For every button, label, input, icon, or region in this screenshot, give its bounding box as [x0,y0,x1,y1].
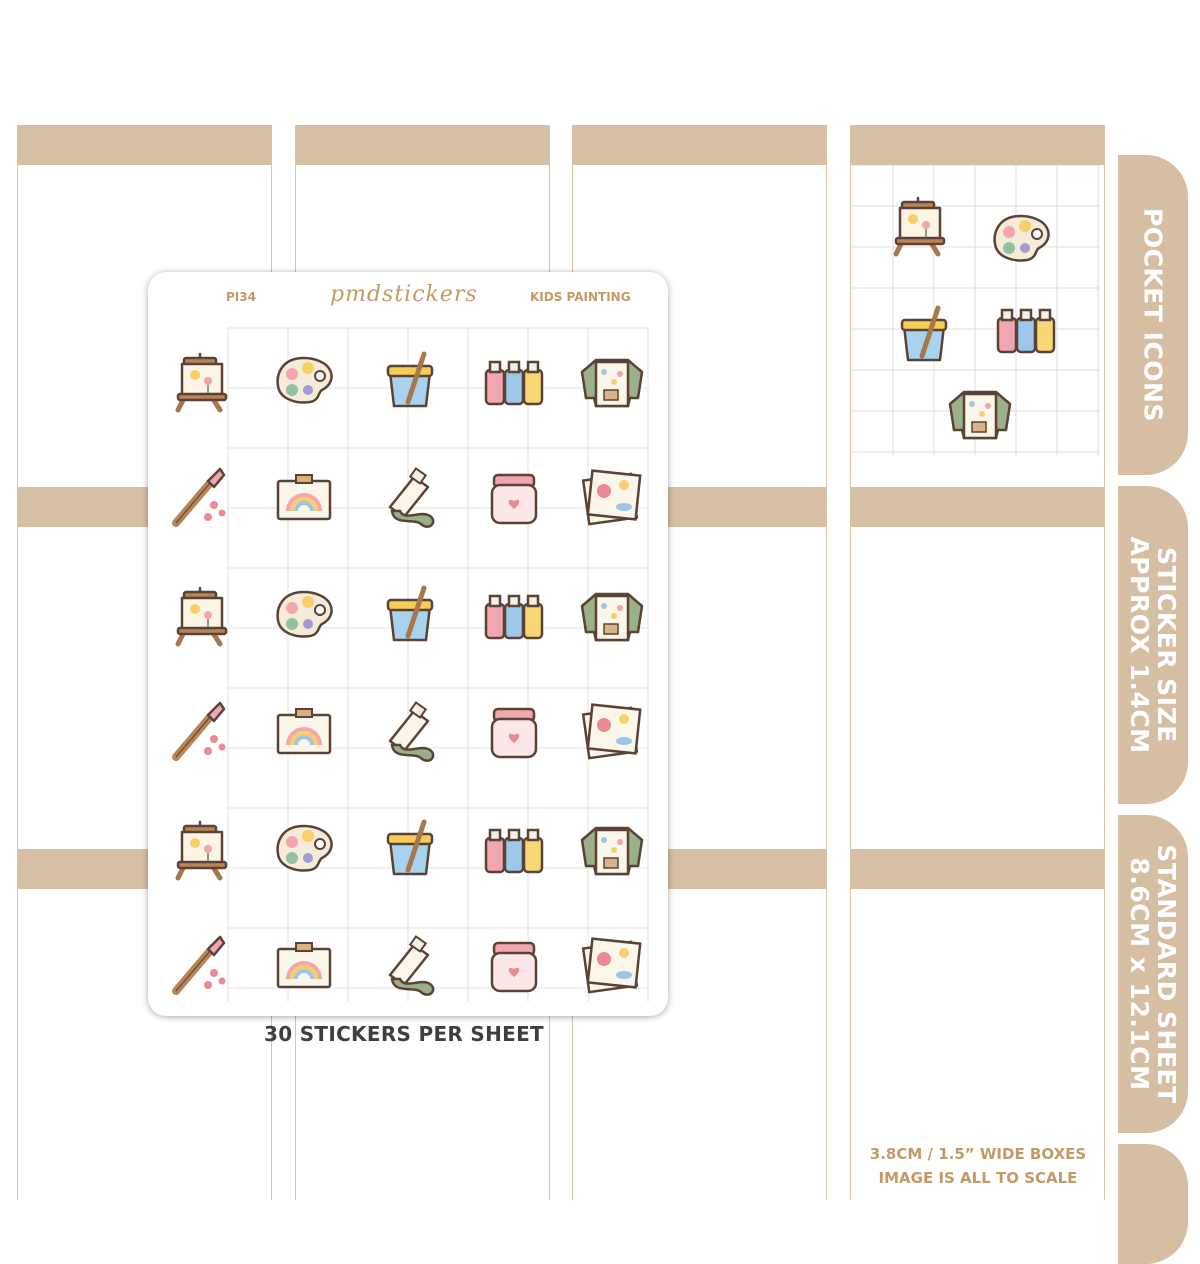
preview-paint-cup-icon [888,298,960,374]
rainbow-picture-icon [268,461,340,533]
paint-jar-icon [478,695,550,767]
paint-jar-icon [478,461,550,533]
standard-sheet-line-2: 8.6CM x 12.1CM [1125,857,1154,1091]
stickers-per-sheet-caption: 30 STICKERS PER SHEET [264,1022,544,1046]
header-band [18,125,271,165]
paint-jar-icon [478,929,550,1001]
smock-icon [576,344,648,416]
preview-palette-icon [985,202,1057,278]
paint-tube-icon [374,929,446,1001]
divider-band [851,487,1104,527]
smock-icon [576,578,648,650]
easel-icon [164,344,236,416]
tab-pocket-icons[interactable]: POCKET ICONS [1118,155,1188,475]
paintbrush-icon [164,929,236,1001]
tab-partial[interactable] [1118,1144,1188,1264]
sticker-size-line-2: APPROX 1.4CM [1125,536,1154,754]
sticker-sheet: PI34 pmdstickers KIDS PAINTING [148,272,668,1016]
divider-band [851,849,1104,889]
paint-tube-icon [374,461,446,533]
paint-cup-icon [374,578,446,650]
paintbrush-icon [164,695,236,767]
header-band [851,125,1104,165]
preview-smock-icon [944,376,1016,452]
paint-tube-icon [374,695,446,767]
palette-icon [268,812,340,884]
scale-note-line-2: IMAGE IS ALL TO SCALE [878,1169,1078,1187]
palette-icon [268,344,340,416]
easel-icon [164,812,236,884]
tab-standard-sheet[interactable]: STANDARD SHEET 8.6CM x 12.1CM [1118,815,1188,1133]
planner-column-4 [850,125,1105,1200]
rainbow-picture-icon [268,695,340,767]
header-band [296,125,549,165]
paint-bottles-icon [478,812,550,884]
handprint-art-icon [576,695,648,767]
paint-cup-icon [374,344,446,416]
tab-standard-sheet-label: STANDARD SHEET 8.6CM x 12.1CM [1125,844,1181,1104]
tab-sticker-size-label: STICKER SIZE APPROX 1.4CM [1125,536,1181,754]
handprint-art-icon [576,461,648,533]
sheet-title: KIDS PAINTING [530,290,631,304]
handprint-art-icon [576,929,648,1001]
tab-sticker-size[interactable]: STICKER SIZE APPROX 1.4CM [1118,486,1188,804]
standard-sheet-line-1: STANDARD SHEET [1152,844,1181,1104]
preview-grid [852,165,1100,455]
smock-icon [576,812,648,884]
scale-note-line-1: 3.8CM / 1.5” WIDE BOXES [869,1145,1087,1163]
preview-paint-bottles-icon [990,292,1062,368]
paint-bottles-icon [478,578,550,650]
paint-cup-icon [374,812,446,884]
header-band [573,125,826,165]
product-code: PI34 [226,290,256,304]
tab-pocket-icons-label: POCKET ICONS [1138,208,1168,422]
rainbow-picture-icon [268,929,340,1001]
palette-icon [268,578,340,650]
preview-easel-icon [882,188,954,264]
easel-icon [164,578,236,650]
brand-logo: pmdstickers [330,282,478,307]
paint-bottles-icon [478,344,550,416]
sticker-size-line-1: STICKER SIZE [1152,547,1181,743]
paintbrush-icon [164,461,236,533]
